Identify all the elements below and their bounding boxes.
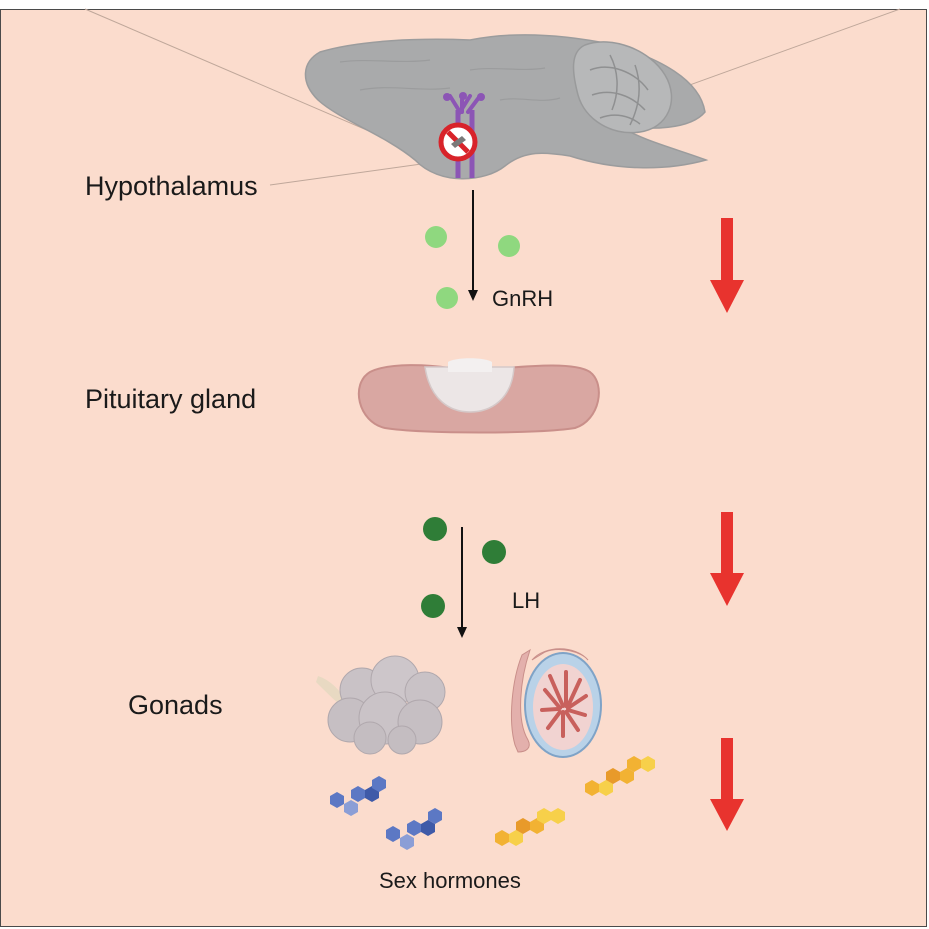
hormone-molecule-blue [386, 808, 442, 850]
ovary-illustration [316, 655, 446, 755]
lh-arrow [457, 527, 467, 638]
prohibition-sign-icon [438, 122, 478, 162]
lh-label: LH [512, 588, 541, 613]
hormone-molecule-yellow [495, 808, 565, 846]
lh-molecule [423, 517, 447, 541]
brain-illustration [304, 34, 709, 180]
down-arrow-icon [710, 738, 744, 831]
testis-illustration [511, 648, 602, 758]
down-arrow-icon [710, 512, 744, 606]
hormone-molecule-yellow [585, 756, 655, 796]
lh-molecule [421, 594, 445, 618]
gnrh-label: GnRH [492, 286, 554, 311]
gnrh-molecule [436, 287, 458, 309]
gonads-label: Gonads [128, 690, 223, 720]
sex-hormones-label: Sex hormones [379, 868, 521, 893]
pituitary-gland-label: Pituitary gland [85, 384, 257, 414]
gnrh-molecule [425, 226, 447, 248]
lh-molecule [482, 540, 506, 564]
gnrh-molecule [498, 235, 520, 257]
hypothalamus-label: Hypothalamus [85, 171, 258, 201]
gnrh-arrow [468, 190, 478, 301]
down-arrow-icon [710, 218, 744, 313]
hormone-molecule-blue [330, 776, 386, 816]
pituitary-gland-illustration [357, 358, 600, 434]
